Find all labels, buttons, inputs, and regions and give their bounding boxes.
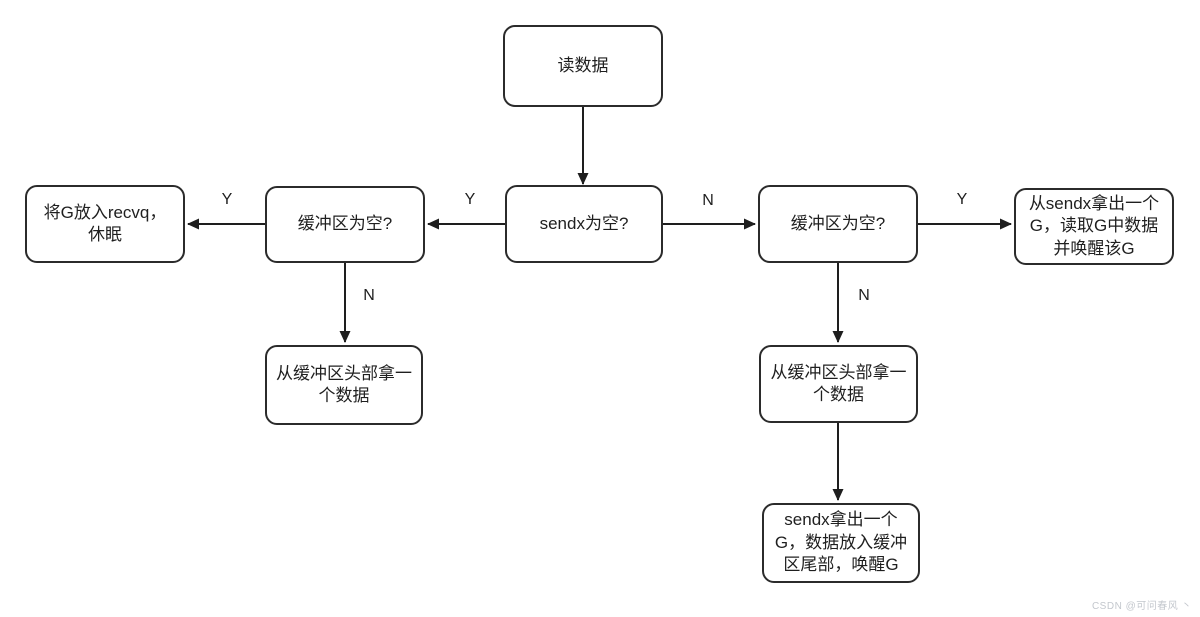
edge-label-buf-right-down-n: N <box>858 287 870 304</box>
node-buffer-empty-left: 缓冲区为空? <box>265 186 425 263</box>
edge-label-buf-left-down-n: N <box>363 287 375 304</box>
node-take-data-from-buffer-head-right-label: 从缓冲区头部拿一 个数据 <box>770 362 907 404</box>
node-take-data-from-buffer-head-left: 从缓冲区头部拿一 个数据 <box>265 345 423 425</box>
edge-label-buf-left-to-recvq-y: Y <box>221 191 233 208</box>
edge-label-sendx-to-buf-left-y: Y <box>464 191 476 208</box>
node-take-g-from-sendx-label: 从sendx拿出一个 G，读取G中数据 并唤醒该G <box>1028 193 1160 258</box>
node-take-g-from-sendx: 从sendx拿出一个 G，读取G中数据 并唤醒该G <box>1014 188 1174 265</box>
node-sendx-empty: sendx为空? <box>505 185 663 263</box>
node-read-data-label: 读数据 <box>557 55 609 75</box>
node-buffer-empty-right: 缓冲区为空? <box>758 185 918 263</box>
node-sendx-data-to-buffer-tail-label: sendx拿出一个 G，数据放入缓冲 区尾部，唤醒G <box>774 510 908 575</box>
node-take-data-from-buffer-head-left-label: 从缓冲区头部拿一 个数据 <box>276 363 412 405</box>
edge-label-sendx-to-buf-right-n: N <box>702 192 714 209</box>
node-buffer-empty-right-label: 缓冲区为空? <box>790 213 886 233</box>
csdn-watermark: CSDN @可问春风 丶 <box>1091 601 1192 612</box>
edge-label-buf-right-to-take-from-sendx-y: Y <box>956 191 968 208</box>
node-sendx-data-to-buffer-tail: sendx拿出一个 G，数据放入缓冲 区尾部，唤醒G <box>762 503 920 583</box>
node-put-g-in-recvq-sleep: 将G放入recvq， 休眠 <box>25 185 185 263</box>
node-put-g-in-recvq-sleep-label: 将G放入recvq， 休眠 <box>43 202 167 244</box>
node-read-data: 读数据 <box>503 25 663 107</box>
node-sendx-empty-label: sendx为空? <box>539 213 629 233</box>
node-buffer-empty-left-label: 缓冲区为空? <box>297 214 393 234</box>
node-take-data-from-buffer-head-right: 从缓冲区头部拿一 个数据 <box>759 345 918 423</box>
